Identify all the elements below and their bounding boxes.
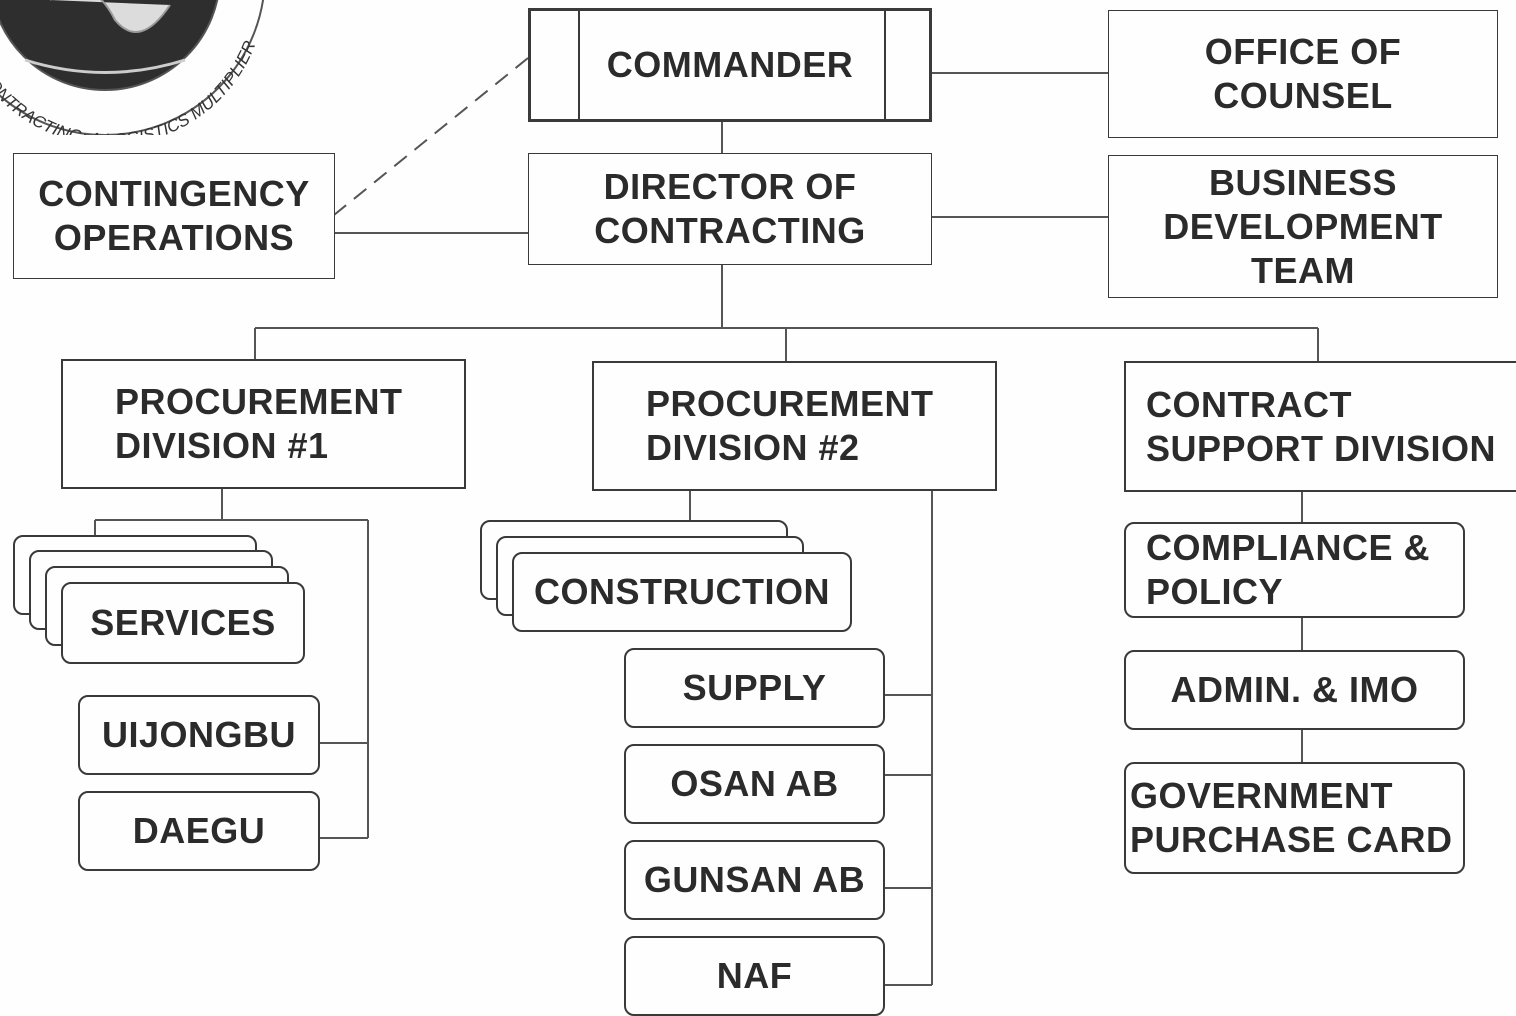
services-label: SERVICES [90,602,276,643]
procurement-division-1-box: PROCUREMENT DIVISION #1 [61,359,466,489]
director-label-line2: CONTRACTING [594,210,866,251]
contingency-label-line2: OPERATIONS [53,217,295,258]
commander-label: COMMANDER [606,44,854,85]
construction-box: CONSTRUCTION [512,552,852,632]
naf-label: NAF [716,955,793,996]
daegu-label: DAEGU [132,810,266,851]
office-of-counsel-box: OFFICE OF COUNSEL [1108,10,1498,138]
contingency-operations-box: CONTINGENCY OPERATIONS [13,153,335,279]
bizdev-label-line3: TEAM [1251,249,1355,291]
procurement-division-2-box: PROCUREMENT DIVISION #2 [592,361,997,491]
counsel-label-line2: COUNSEL [1213,75,1393,116]
div1-label-line2: DIVISION #1 [115,425,329,466]
commander-box: COMMANDER [528,8,932,122]
supply-box: SUPPLY [624,648,885,728]
services-box: SERVICES [61,582,305,664]
contract-support-division-box: CONTRACT SUPPORT DIVISION [1124,361,1516,492]
uijongbu-label: UIJONGBU [101,714,297,755]
gpc-label-line2: PURCHASE CARD [1130,819,1453,860]
counsel-label-line1: OFFICE OF [1204,31,1402,72]
csd-label-line1: CONTRACT [1146,383,1352,425]
daegu-box: DAEGU [78,791,320,871]
div1-label-line1: PROCUREMENT [115,381,403,422]
compliance-policy-box: COMPLIANCE & POLICY [1124,522,1465,618]
commander-right-bar [884,11,886,119]
commander-left-bar [578,11,580,119]
compliance-label-line1: COMPLIANCE & [1146,527,1430,568]
gunsan-label: GUNSAN AB [643,859,866,900]
construction-label: CONSTRUCTION [534,571,830,612]
uijongbu-box: UIJONGBU [78,695,320,775]
csd-label-line2: SUPPORT DIVISION [1146,427,1497,469]
osan-label: OSAN AB [670,763,839,804]
osan-ab-box: OSAN AB [624,744,885,824]
compliance-label-line2: POLICY [1146,571,1284,612]
contingency-label-line1: CONTINGENCY [38,173,310,214]
admin-label: ADMIN. & IMO [1170,669,1419,710]
div2-label-line1: PROCUREMENT [646,383,934,424]
bizdev-label-line1: BUSINESS [1208,161,1398,203]
gpc-label-line1: GOVERNMENT [1130,775,1394,816]
director-of-contracting-box: DIRECTOR OF CONTRACTING [528,153,932,265]
supply-label: SUPPLY [682,667,827,708]
admin-imo-box: ADMIN. & IMO [1124,650,1465,730]
government-purchase-card-box: GOVERNMENT PURCHASE CARD [1124,762,1465,874]
gunsan-ab-box: GUNSAN AB [624,840,885,920]
naf-box: NAF [624,936,885,1016]
div2-label-line2: DIVISION #2 [646,427,860,468]
business-development-team-box: BUSINESS DEVELOPMENT TEAM [1108,155,1498,298]
unit-seal-logo: CONTRACTING: A LOGISTICS MULTIPLIER [0,0,265,135]
director-label-line1: DIRECTOR OF [603,166,857,207]
bizdev-label-line2: DEVELOPMENT [1163,205,1443,247]
